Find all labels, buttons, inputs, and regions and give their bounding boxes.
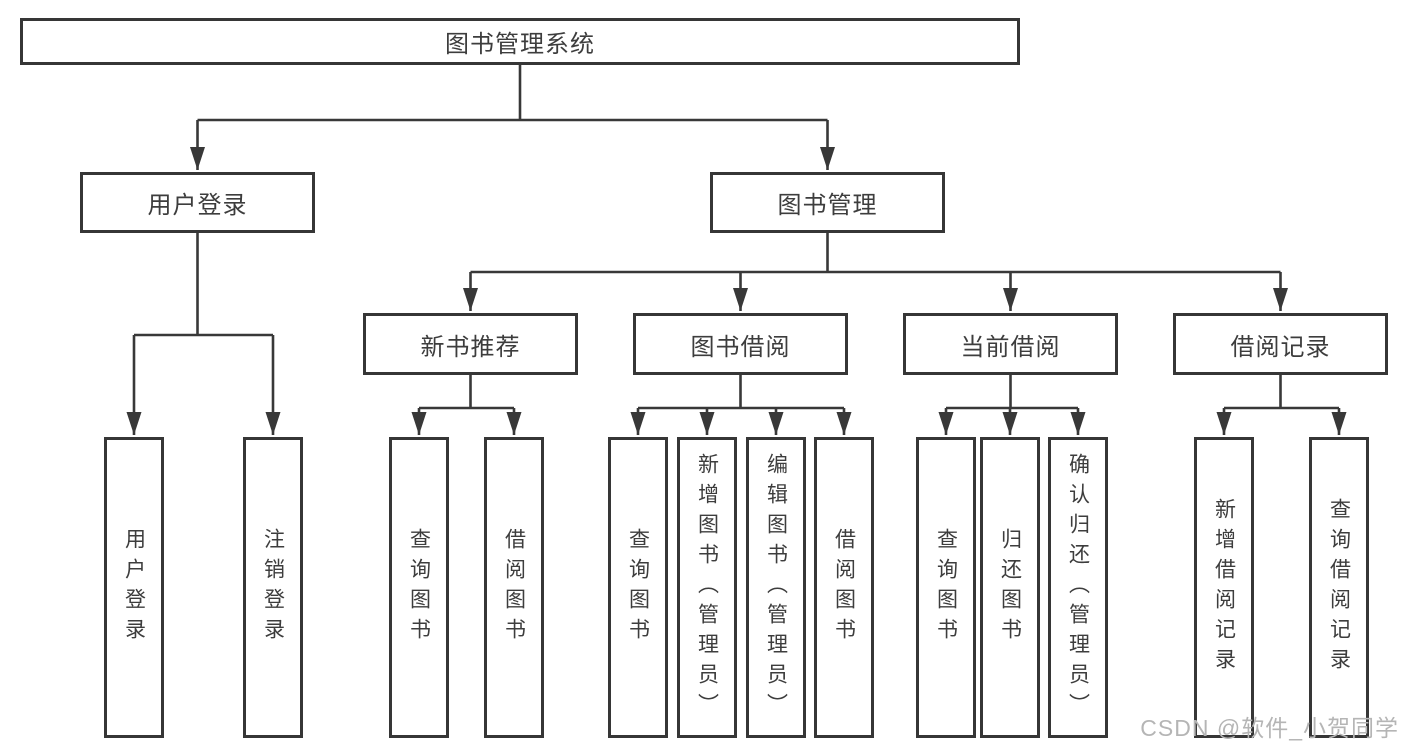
node-leaf-borrow-book-borrow-label: 借阅图书	[832, 527, 856, 648]
node-leaf-logout-label: 注销登录	[261, 527, 285, 648]
node-leaf-edit-book-admin: 编辑图书（管理员）	[746, 437, 806, 738]
node-new-book-recommend-label: 新书推荐	[420, 333, 521, 361]
node-book-management: 图书管理	[710, 172, 945, 233]
node-user-login: 用户登录	[80, 172, 315, 233]
node-leaf-query-book-borrow: 查询图书	[608, 437, 668, 738]
node-book-borrow: 图书借阅	[633, 313, 848, 375]
node-current-borrow: 当前借阅	[903, 313, 1118, 375]
node-borrow-record: 借阅记录	[1173, 313, 1388, 375]
node-leaf-query-borrow-record-label: 查询借阅记录	[1327, 497, 1351, 678]
node-new-book-recommend: 新书推荐	[363, 313, 578, 375]
node-leaf-borrow-book-recommend: 借阅图书	[484, 437, 544, 738]
node-book-borrow-label: 图书借阅	[690, 333, 791, 361]
node-leaf-confirm-return-admin-label: 确认归还（管理员）	[1066, 452, 1090, 723]
node-leaf-user-login-label: 用户登录	[122, 527, 146, 648]
node-leaf-user-login: 用户登录	[104, 437, 164, 738]
node-user-login-label: 用户登录	[147, 192, 248, 219]
node-leaf-query-borrow-record: 查询借阅记录	[1309, 437, 1369, 738]
node-current-borrow-label: 当前借阅	[960, 333, 1061, 361]
node-leaf-add-book-admin: 新增图书（管理员）	[677, 437, 737, 738]
node-leaf-query-book-current: 查询图书	[916, 437, 976, 738]
node-leaf-query-book-recommend-label: 查询图书	[407, 527, 431, 648]
node-leaf-query-book-recommend: 查询图书	[389, 437, 449, 738]
node-leaf-logout: 注销登录	[243, 437, 303, 738]
node-leaf-query-book-current-label: 查询图书	[934, 527, 958, 648]
node-book-management-label: 图书管理	[777, 192, 878, 219]
node-leaf-return-book: 归还图书	[980, 437, 1040, 738]
node-leaf-borrow-book-recommend-label: 借阅图书	[502, 527, 526, 648]
node-leaf-borrow-book-borrow: 借阅图书	[814, 437, 874, 738]
node-borrow-record-label: 借阅记录	[1230, 333, 1331, 361]
node-leaf-edit-book-admin-label: 编辑图书（管理员）	[764, 452, 788, 723]
node-library-system-label: 图书管理系统	[445, 31, 595, 58]
node-library-system: 图书管理系统	[20, 18, 1020, 65]
node-leaf-confirm-return-admin: 确认归还（管理员）	[1048, 437, 1108, 738]
node-leaf-add-borrow-record: 新增借阅记录	[1194, 437, 1254, 738]
node-leaf-query-book-borrow-label: 查询图书	[626, 527, 650, 648]
node-leaf-add-book-admin-label: 新增图书（管理员）	[695, 452, 719, 723]
node-leaf-add-borrow-record-label: 新增借阅记录	[1212, 497, 1236, 678]
node-leaf-return-book-label: 归还图书	[998, 527, 1022, 648]
csdn-watermark: CSDN @软件_小贺同学	[1140, 715, 1399, 741]
